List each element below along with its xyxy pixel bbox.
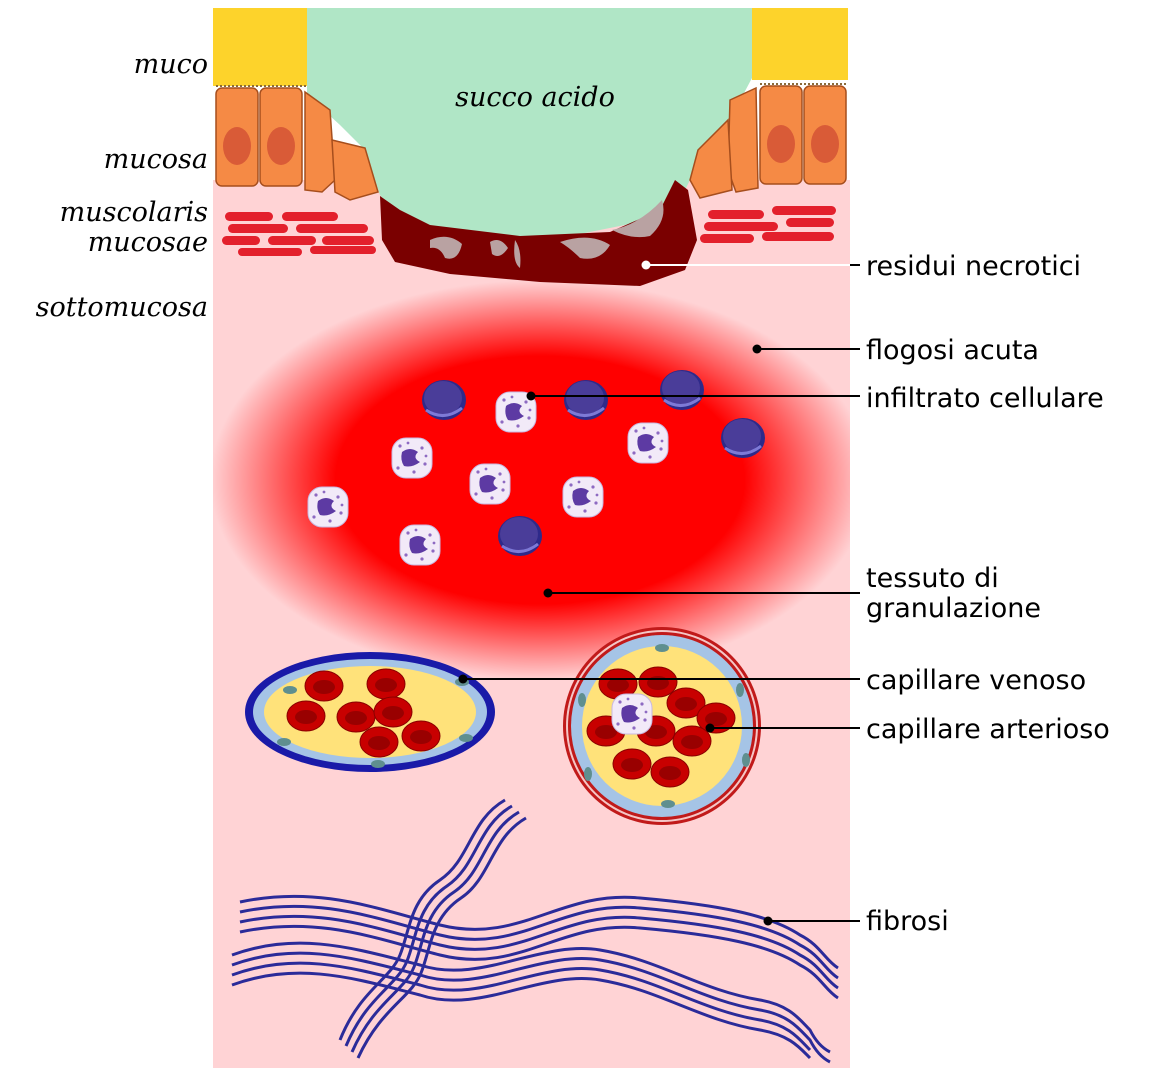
lymphocyte bbox=[660, 370, 704, 410]
neutrophil bbox=[612, 694, 652, 734]
lymphocyte bbox=[564, 380, 608, 420]
neutrophil bbox=[308, 487, 348, 527]
lymphocyte bbox=[498, 516, 542, 556]
neutrophil bbox=[400, 525, 440, 565]
layer-label-mucosa: mucosa bbox=[104, 144, 208, 175]
venous-capillary bbox=[245, 652, 495, 772]
neutrophil bbox=[563, 477, 603, 517]
callout-tessuto-line2: granulazione bbox=[866, 593, 1041, 624]
callout-tessuto-line1: tessuto di bbox=[866, 563, 999, 594]
neutrophil bbox=[628, 423, 668, 463]
arterial-capillary bbox=[563, 627, 761, 825]
neutrophil bbox=[470, 464, 510, 504]
neutrophil bbox=[392, 438, 432, 478]
callout-capillare-venoso: capillare venoso bbox=[866, 665, 1086, 696]
layer-label-muco: muco bbox=[134, 49, 208, 80]
lymphocyte bbox=[721, 418, 765, 458]
layer-label-sottomucosa: sottomucosa bbox=[36, 292, 208, 323]
callout-fibrosi: fibrosi bbox=[866, 906, 949, 937]
callout-residui-necrotici: residui necrotici bbox=[866, 251, 1081, 282]
mucus-right bbox=[752, 8, 848, 80]
callout-capillare-arterioso: capillare arterioso bbox=[866, 714, 1110, 745]
mucus-left bbox=[213, 8, 307, 86]
gastric-juice-label: succo acido bbox=[455, 82, 615, 113]
lymphocyte bbox=[422, 380, 466, 420]
inflammation-zone bbox=[210, 280, 870, 680]
layer-label-mucosae: mucosae bbox=[88, 227, 208, 258]
callout-flogosi-acuta: flogosi acuta bbox=[866, 335, 1039, 366]
layer-label-muscolaris: muscolaris bbox=[60, 197, 208, 228]
callout-infiltrato-cellulare: infiltrato cellulare bbox=[866, 383, 1104, 414]
